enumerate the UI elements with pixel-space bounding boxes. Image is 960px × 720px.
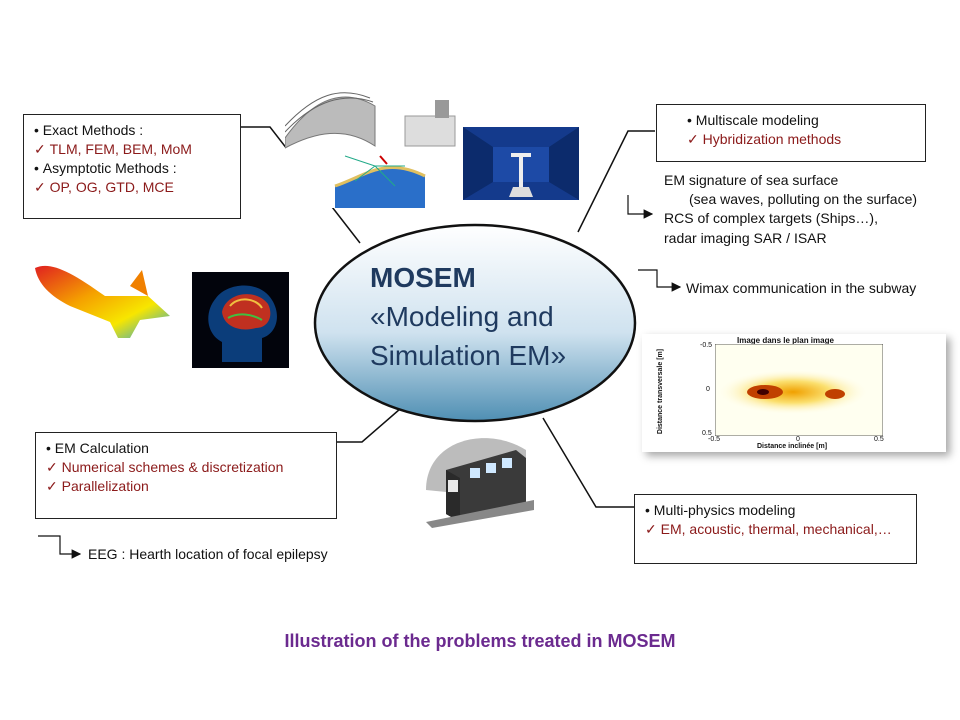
multiscale-box: Multiscale modeling Hybridization method… xyxy=(656,104,926,162)
multiphysics-box: Multi-physics modeling EM, acoustic, the… xyxy=(634,494,917,564)
anechoic-chamber-image xyxy=(463,127,579,200)
sea-surface-image xyxy=(285,86,463,208)
ellipse-text: MOSEM «Modeling and Simulation EM» xyxy=(370,258,566,375)
connector-em-calc xyxy=(336,408,401,443)
hybridization-label: Hybridization methods xyxy=(687,130,915,149)
parallelization-label: Parallelization xyxy=(46,477,326,496)
connector-multiphysics xyxy=(542,417,634,508)
mosem-subtitle-2: Simulation EM» xyxy=(370,340,567,371)
figure-caption: Illustration of the problems treated in … xyxy=(284,631,676,651)
exact-methods-box: Exact Methods : TLM, FEM, BEM, MoM Asymp… xyxy=(23,114,241,219)
rcs-targets-line: RCS of complex targets (Ships…), xyxy=(664,210,878,226)
eeg-label: EEG : Hearth location of focal epilepsy xyxy=(88,546,328,562)
multiscale-label: Multiscale modeling xyxy=(687,111,915,130)
em-calculation-box: EM Calculation Numerical schemes & discr… xyxy=(35,432,337,519)
isar-ytick-mid: 0 xyxy=(706,386,710,393)
multiphysics-label: Multi-physics modeling xyxy=(645,501,906,520)
mosem-subtitle-1: «Modeling and xyxy=(370,301,554,332)
numerical-schemes-label: Numerical schemes & discretization xyxy=(46,458,326,477)
mosem-title: MOSEM xyxy=(370,262,476,293)
isar-xtick-left: -0.5 xyxy=(708,436,721,443)
multiphysics-list: EM, acoustic, thermal, mechanical,… xyxy=(645,520,906,539)
em-calculation-label: EM Calculation xyxy=(46,439,326,458)
connector-multiscale xyxy=(577,130,655,233)
isar-title: Image dans le plan image xyxy=(737,336,834,345)
isar-plot xyxy=(715,344,883,436)
brain-image xyxy=(192,272,289,368)
radar-imaging-line: radar imaging SAR / ISAR xyxy=(664,230,827,246)
mosem-ellipse xyxy=(313,223,637,423)
isar-ylabel: Distance transversale [m] xyxy=(657,348,665,435)
shuttle-image xyxy=(30,256,172,344)
arrow-sea xyxy=(627,195,654,219)
isar-xlabel: Distance inclinée [m] xyxy=(757,443,828,450)
exact-methods-label: Exact Methods : xyxy=(34,121,230,140)
isar-image: Image dans le plan image Distance transv… xyxy=(642,334,946,452)
isar-ytick-bot: 0.5 xyxy=(702,430,712,437)
isar-xtick-right: 0.5 xyxy=(874,436,884,443)
arrow-wimax xyxy=(638,269,682,292)
isar-xtick-mid: 0 xyxy=(796,436,800,443)
asymptotic-methods-list: OP, OG, GTD, MCE xyxy=(34,178,230,197)
arrow-eeg xyxy=(38,535,82,559)
isar-ytick-top: -0.5 xyxy=(700,342,713,349)
sea-signature-line2: (sea waves, polluting on the surface) xyxy=(689,191,918,207)
sea-signature-line1: EM signature of sea surface xyxy=(664,172,839,188)
exact-methods-list: TLM, FEM, BEM, MoM xyxy=(34,140,230,159)
wimax-label: Wimax communication in the subway xyxy=(686,280,917,296)
asymptotic-methods-label: Asymptotic Methods : xyxy=(34,159,230,178)
subway-train-image xyxy=(426,430,534,528)
